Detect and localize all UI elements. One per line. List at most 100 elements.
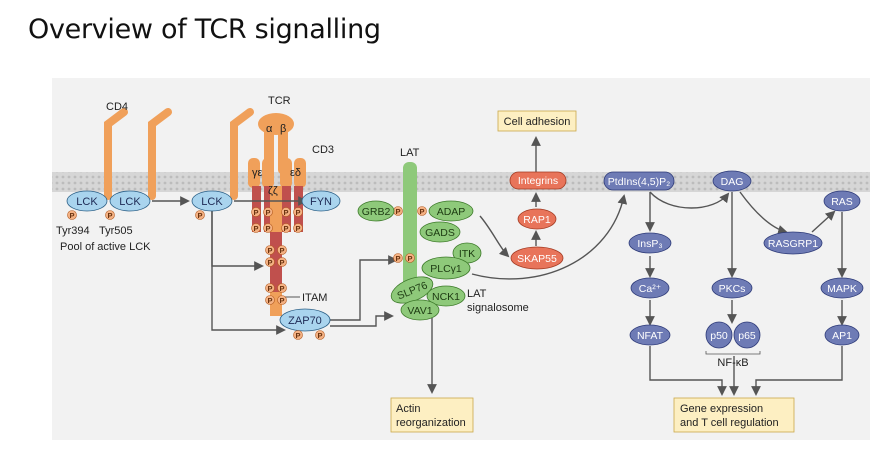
svg-text:VAV1: VAV1 <box>407 305 432 317</box>
adap-node: ADAP <box>428 200 474 222</box>
svg-text:P: P <box>317 331 322 340</box>
beta-label: β <box>280 123 286 135</box>
integrins-node: Integrins <box>509 171 567 190</box>
mapk-node: MAPK <box>820 277 864 299</box>
svg-text:GRB2: GRB2 <box>362 206 391 218</box>
svg-text:P: P <box>283 224 288 233</box>
svg-text:P: P <box>419 207 424 216</box>
svg-text:AP1: AP1 <box>832 330 852 342</box>
dag-node: DAG <box>712 170 752 192</box>
pkcs-node: PKCs <box>711 277 753 299</box>
svg-text:P: P <box>267 246 272 255</box>
slp76-node: SLP76 <box>390 276 434 304</box>
ptdins-node: PtdIns(4,5)P₂ <box>603 171 675 191</box>
gene-expression-box: Gene expression and T cell regulation <box>673 397 795 433</box>
nfat-node: NFAT <box>629 324 671 346</box>
fyn-node: FYN <box>301 190 341 212</box>
svg-text:P: P <box>395 254 400 263</box>
svg-text:PLCγ1: PLCγ1 <box>430 263 462 275</box>
svg-text:RASGRP1: RASGRP1 <box>768 238 818 250</box>
lck-node-2: LCK <box>109 190 151 212</box>
p65-node: p65 <box>733 321 761 349</box>
ap1-node: AP1 <box>824 324 860 346</box>
gamma-epsilon-label: γε <box>252 167 263 179</box>
cell-adhesion-box: Cell adhesion <box>497 110 577 132</box>
svg-text:PtdIns(4,5)P₂: PtdIns(4,5)P₂ <box>608 176 670 188</box>
svg-text:p50: p50 <box>710 330 728 342</box>
svg-text:P: P <box>295 208 300 217</box>
tyr505-label: Tyr505 <box>99 225 133 237</box>
svg-text:Gene expression: Gene expression <box>680 403 763 415</box>
svg-text:MAPK: MAPK <box>827 283 857 295</box>
zeta-zeta-label: ζζ <box>268 185 278 197</box>
fyn-label: FYN <box>310 196 332 208</box>
svg-text:Integrins: Integrins <box>518 175 558 187</box>
lck-node-3: LCK <box>191 190 233 212</box>
svg-text:P: P <box>267 296 272 305</box>
actin-reorganization-box: Actin reorganization <box>390 397 474 433</box>
tcr-label: TCR <box>268 95 291 107</box>
svg-text:NFAT: NFAT <box>637 330 664 342</box>
svg-text:P: P <box>279 284 284 293</box>
grb2-node: GRB2 <box>357 200 395 222</box>
pool-active-lck-label: Pool of active LCK <box>60 241 151 253</box>
skap55-node: SKAP55 <box>510 246 564 270</box>
nck1-node: NCK1 <box>426 285 466 307</box>
p50-node: p50 <box>705 321 733 349</box>
svg-text:P: P <box>265 224 270 233</box>
lat-label: LAT <box>400 147 420 159</box>
svg-text:P: P <box>295 331 300 340</box>
svg-text:P: P <box>283 208 288 217</box>
signal-arrows <box>152 136 847 396</box>
svg-text:P: P <box>265 208 270 217</box>
svg-text:RAP1: RAP1 <box>523 214 551 226</box>
lat-signalosome-label-2: signalosome <box>467 302 529 314</box>
ras-node: RAS <box>823 190 861 212</box>
svg-text:Cell adhesion: Cell adhesion <box>504 116 571 128</box>
rap1-node: RAP1 <box>517 208 557 230</box>
svg-text:GADS: GADS <box>425 227 455 239</box>
svg-text:RAS: RAS <box>831 196 853 208</box>
svg-text:P: P <box>197 211 202 220</box>
alpha-label: α <box>266 123 273 135</box>
tyr394-label: Tyr394 <box>56 225 90 237</box>
nfkb-label: NF-κB <box>717 357 748 369</box>
svg-text:NCK1: NCK1 <box>432 291 460 303</box>
svg-text:reorganization: reorganization <box>396 417 466 429</box>
svg-text:p65: p65 <box>738 330 756 342</box>
svg-text:P: P <box>267 258 272 267</box>
svg-text:SKAP55: SKAP55 <box>517 253 557 265</box>
svg-text:P: P <box>69 211 74 220</box>
vav1-node: VAV1 <box>400 299 440 321</box>
cd3-label: CD3 <box>312 144 334 156</box>
page-title: Overview of TCR signalling <box>28 14 381 45</box>
lat-stalk <box>403 162 417 302</box>
svg-text:P: P <box>107 211 112 220</box>
cd4-receptor <box>104 108 254 200</box>
gads-node: GADS <box>419 221 461 243</box>
lat-signalosome-label-1: LAT <box>467 288 487 300</box>
rasgrp1-node: RASGRP1 <box>763 231 823 255</box>
svg-text:P: P <box>253 224 258 233</box>
lck-1-label: LCK <box>76 196 98 208</box>
svg-text:Actin: Actin <box>396 403 420 415</box>
svg-text:P: P <box>395 207 400 216</box>
plcg1-node: PLCγ1 <box>421 256 471 280</box>
svg-text:PKCs: PKCs <box>719 283 746 295</box>
svg-text:InsP₃: InsP₃ <box>637 238 662 250</box>
zap70-label: ZAP70 <box>288 315 322 327</box>
svg-text:DAG: DAG <box>721 176 744 188</box>
svg-text:P: P <box>267 284 272 293</box>
svg-text:ITK: ITK <box>459 248 475 260</box>
epsilon-delta-label: εδ <box>290 167 301 179</box>
svg-text:P: P <box>407 254 412 263</box>
insp3-node: InsP₃ <box>628 232 672 254</box>
zap70-node: ZAP70 <box>279 308 331 332</box>
calcium-node: Ca²⁺ <box>630 277 670 299</box>
lck-3-label: LCK <box>201 196 223 208</box>
itam-label: ITAM <box>302 292 327 304</box>
phosphate-groups: P P P P P P P P P P P P P P P P P P P P … <box>67 206 427 340</box>
cd4-label: CD4 <box>106 101 128 113</box>
lck-node-1: LCK <box>66 190 108 212</box>
